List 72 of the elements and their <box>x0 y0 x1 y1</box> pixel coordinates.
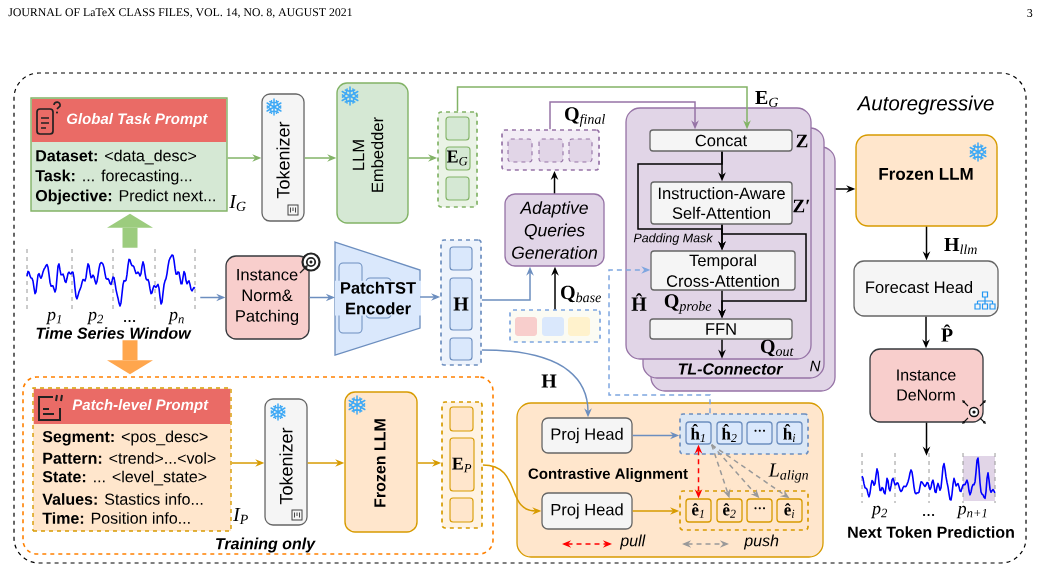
process-box: Proj Head <box>541 417 633 454</box>
edge-label: Q$_{probe}$ <box>664 294 712 314</box>
token-stack: E$_{P}$ <box>441 401 483 529</box>
layer-box: Instruction-Aware Self-Attention <box>650 181 793 225</box>
edge-label: E$_{G}$ <box>755 90 779 108</box>
patch-label: p$_{1}$ <box>46 311 61 325</box>
process-box: Instance DeNorm <box>869 348 984 423</box>
repeat-count: N <box>810 360 821 372</box>
prompt-line: Time: Position info... <box>42 512 190 524</box>
patch-label: p$_{n}$ <box>168 311 184 325</box>
patch-label: p$_{n+1}$ <box>956 505 987 519</box>
process-box: Forecast Head <box>853 260 999 317</box>
prompt-line: State: ... <level_state> <box>42 470 207 486</box>
query-stack <box>501 129 600 171</box>
arrow <box>608 266 711 414</box>
legend-label: pull <box>619 534 646 550</box>
process-box: Adaptive Queries Generation <box>504 193 605 267</box>
layer-box: Temporal Cross-Attention <box>650 250 796 291</box>
token-box: ··· <box>746 498 773 523</box>
edge-label: Q$_{final}$ <box>565 107 605 127</box>
token-box: ê$_{1}$ <box>685 498 712 523</box>
layer-box: Concat <box>649 129 793 152</box>
edge-label: Padding Mask <box>633 233 714 245</box>
patch-label: p$_{2}$ <box>871 505 888 519</box>
encoder-trapezoid: PatchTST Encoder <box>334 241 421 356</box>
llm-box: Frozen LLM <box>855 134 998 227</box>
edge-label: H <box>541 374 557 388</box>
llm-box: Frozen LLM <box>344 391 418 533</box>
page-header: JOURNAL OF LaTeX CLASS FILES, VOL. 14, NO. 8, AUGUST 2021 <box>8 8 352 18</box>
edge-label: Q$_{base}$ <box>561 285 601 303</box>
prompt-line: Pattern: <trend>...<vol> <box>43 452 216 464</box>
patch-label: p$_{2}$ <box>87 311 104 325</box>
prompt-header: Global Task Prompt <box>31 98 227 142</box>
token-stack: H <box>440 239 482 366</box>
token-box: ĥ$_{i}$ <box>776 421 803 445</box>
token-box: ê$_{i}$ <box>776 498 803 523</box>
math-symbol: I$_{G}$ <box>229 194 246 212</box>
page-number: 3 <box>1027 9 1033 17</box>
embedder-box: LLM Embedder <box>336 82 409 224</box>
prompt-line: Task: ... forecasting... <box>35 169 192 185</box>
math-symbol: I$_{P}$ <box>233 508 248 524</box>
prompt-line: Segment: <pos_desc> <box>42 430 208 446</box>
prompt-header: Patch-level Prompt <box>33 388 231 424</box>
block-arrow <box>107 340 153 375</box>
edge-label: Q$_{out}$ <box>760 339 794 357</box>
tokenizer-box: Tokenizer <box>264 398 308 526</box>
token-box: ĥ$_{1}$ <box>685 421 712 445</box>
prompt-line: Dataset: <data_desc> <box>36 149 197 165</box>
edge-label: H$_{llm}$ <box>944 237 977 255</box>
patch-label: ... <box>923 513 935 517</box>
plot-caption: Next Token Prediction <box>848 526 1014 538</box>
layer-box: FFN <box>649 318 793 340</box>
prompt-line: Values: Stastics info... <box>42 493 203 505</box>
token-box: ĥ$_{2}$ <box>716 421 743 445</box>
token-stack: E$_{G}$ <box>437 111 478 208</box>
arrow <box>549 101 699 130</box>
prompt-line: Objective: Predict next... <box>35 189 215 205</box>
legend-label: push <box>743 534 779 550</box>
plot-caption: Time Series Window <box>36 327 192 339</box>
math-symbol: L$_{align}$ <box>768 463 809 483</box>
edge-label: Ĥ <box>631 293 647 311</box>
process-box: Proj Head <box>541 492 633 530</box>
block-arrow <box>107 213 153 248</box>
tokenizer-box: Tokenizer <box>261 93 305 222</box>
token-box: ê$_{2}$ <box>716 498 743 523</box>
patch-label: ... <box>124 319 136 323</box>
token-box: ··· <box>746 421 773 445</box>
process-box: Instance Norm& Patching <box>225 255 310 340</box>
math-symbol: Z <box>796 134 808 148</box>
edge-label: P̂ <box>941 324 953 342</box>
math-symbol: Z′ <box>793 199 810 213</box>
query-stack <box>509 309 601 343</box>
